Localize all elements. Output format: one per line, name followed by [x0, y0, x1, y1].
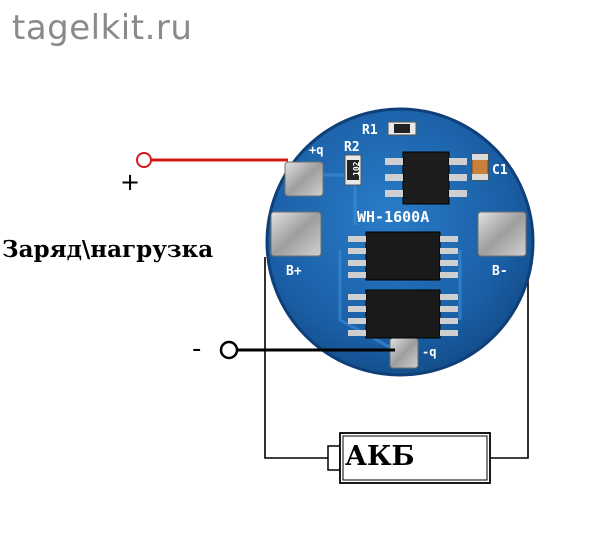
watermark: tagelkit.ru	[12, 8, 193, 48]
pcb-label-model: WH-1600A	[357, 208, 429, 226]
chip-mosfet-1	[348, 231, 458, 281]
chip-controller	[385, 151, 467, 205]
pad-bminus	[477, 211, 527, 257]
terminal-negative	[219, 340, 239, 360]
pcb-label-pos: +q	[309, 143, 323, 157]
pad-negative	[389, 337, 419, 369]
pcb-label-r2: R2	[344, 140, 360, 155]
pcb-label-bplus: B+	[286, 264, 302, 279]
pad-bplus	[270, 211, 322, 257]
label-minus: -	[192, 334, 202, 364]
label-battery: АКБ	[345, 441, 415, 472]
pcb-board: +q R1 R2 C1 WH-1600A B+ B- -q 102	[265, 107, 535, 377]
battery	[327, 432, 491, 484]
wire-battery-right	[490, 257, 529, 459]
label-charge-load: Заряд\нагрузка	[2, 236, 214, 263]
pcb-label-neg: -q	[422, 345, 436, 359]
pcb-label-chip: 102	[352, 161, 361, 176]
pad-positive	[284, 161, 324, 197]
wire-battery-left	[264, 257, 330, 459]
pcb-label-c1: C1	[492, 163, 508, 178]
label-plus: +	[120, 168, 141, 196]
terminal-positive	[136, 152, 152, 168]
pcb-label-r1: R1	[362, 123, 378, 138]
pcb-label-bminus: B-	[492, 264, 508, 279]
chip-mosfet-2	[348, 289, 458, 339]
